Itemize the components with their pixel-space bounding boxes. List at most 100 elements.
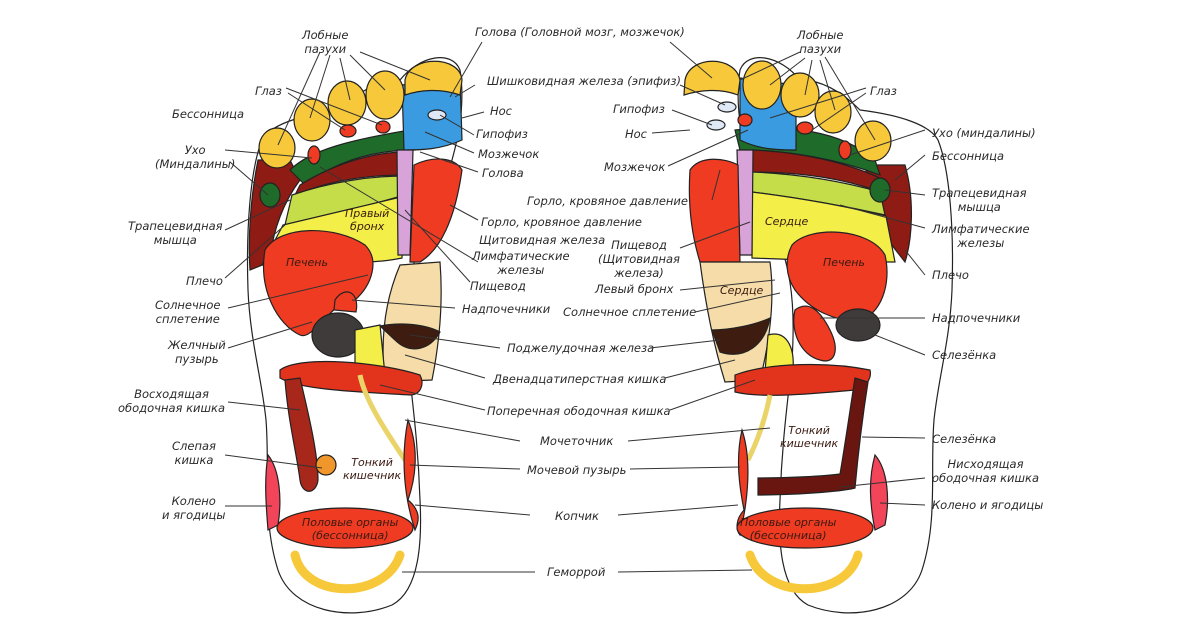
label-right-spleen-upper: Селезёнка: [932, 348, 997, 362]
label-thyroid: Щитовидная железа: [479, 233, 606, 247]
inner-left-right-bronchus: Правый бронх: [345, 207, 390, 233]
leader-line: [804, 59, 813, 96]
left-cecum: [315, 454, 337, 476]
label-right-knee: Колено и ягодицы: [932, 498, 1044, 512]
right-toe-5: [854, 120, 892, 162]
label-left-gallbladder: Желчный пузырь: [168, 338, 226, 366]
label-left-throat: Горло, кровяное давление: [481, 215, 642, 229]
leader-line: [439, 114, 475, 136]
label-left-cecum: Слепая кишка: [172, 439, 216, 467]
label-right-esophagus: Пищевод (Щитовидная железа): [598, 238, 680, 280]
left-toe-2: [365, 70, 405, 120]
label-bladder: Мочевой пузырь: [527, 463, 627, 477]
inner-left-small-intestine: Тонкий кишечник: [343, 456, 402, 482]
inner-right-heart-upper: Сердце: [765, 215, 809, 228]
right-ureter: [745, 394, 773, 462]
label-right-lymph: Лимфатические железы: [932, 222, 1030, 250]
leader-line: [224, 454, 323, 469]
leader-line: [224, 224, 286, 279]
right-ear-spot: [869, 177, 891, 203]
label-right-frontal-sinuses: Лобные пазухи: [797, 28, 844, 56]
leader-line: [617, 569, 753, 573]
leader-line: [227, 321, 313, 349]
left-hemorrhoid: [290, 550, 405, 594]
leader-line: [874, 334, 926, 356]
leader-line: [679, 221, 751, 249]
right-adrenal-zone: [793, 305, 836, 362]
leader-line: [424, 131, 475, 154]
label-left-knee: Колено и ягодицы: [162, 494, 226, 522]
leader-line: [449, 41, 483, 98]
label-left-cerebellum: Мозжечок: [478, 147, 540, 161]
inner-left-genitals: Половые органы (бессонница): [302, 516, 399, 542]
leader-line: [404, 354, 486, 379]
leader-line: [627, 427, 771, 442]
leader-line: [277, 51, 321, 146]
label-right-insomnia: Бессонница: [932, 149, 1005, 163]
left-bladder-zone: [403, 417, 419, 532]
right-descending-colon: [757, 377, 869, 496]
leader-line: [285, 87, 383, 126]
label-pineal: Шишковидная железа (эпифиз): [487, 74, 681, 88]
label-right-adrenals: Надпочечники: [932, 311, 1021, 325]
leader-line: [769, 57, 806, 86]
label-right-cerebellum: Мозжечок: [604, 160, 666, 174]
leader-line: [287, 92, 346, 131]
leader-line: [409, 334, 501, 349]
right-genitals: [736, 507, 874, 549]
leader-line: [404, 209, 471, 283]
left-knee-zone: [265, 453, 281, 531]
leader-line: [711, 169, 721, 201]
left-pancreas: [378, 323, 441, 350]
leader-line: [894, 154, 926, 181]
label-ureter: Мочеточник: [540, 434, 614, 448]
leader-line: [879, 502, 926, 506]
left-eye-spot: [307, 145, 321, 165]
leader-line: [769, 87, 867, 119]
leader-line: [819, 59, 836, 111]
right-throat-zone: [688, 158, 741, 263]
label-left-bronchus: Левый бронх: [595, 282, 674, 296]
label-left-frontal-sinuses: Лобные пазухи: [302, 28, 349, 56]
leader-line: [224, 199, 291, 231]
leader-line: [461, 111, 485, 119]
label-pancreas: Поджелудочная железа: [507, 341, 655, 355]
leader-line: [349, 54, 386, 91]
right-foot: [683, 57, 954, 614]
right-hemorrhoid: [745, 550, 863, 594]
label-left-nose: Нос: [490, 104, 513, 118]
right-toe-4: [814, 90, 852, 134]
leader-line: [739, 51, 801, 81]
leader-line: [904, 249, 926, 276]
leader-lines: [224, 41, 926, 573]
left-eye-spot: [339, 124, 357, 138]
label-left-insomnia: Бессонница: [172, 107, 245, 121]
right-big-toe: [683, 60, 741, 96]
left-ascending-colon: [284, 377, 319, 492]
label-right-pituitary: Гипофиз: [613, 102, 665, 116]
right-spleen: [835, 308, 881, 342]
leader-line: [811, 92, 867, 131]
leader-line: [309, 54, 331, 119]
left-throat-zone: [409, 158, 463, 263]
label-left-shoulder: Плечо: [186, 274, 223, 288]
left-ear-spot: [259, 182, 281, 208]
left-eye-spot: [375, 120, 391, 134]
leader-line: [414, 504, 531, 516]
label-right-eye: Глаз: [870, 84, 897, 98]
label-left-adrenals: Надпочечники: [462, 302, 551, 316]
leader-line: [861, 436, 926, 439]
label-right-shoulder: Плечо: [932, 268, 969, 282]
inner-right-liver: Печень: [823, 256, 865, 269]
leader-line: [617, 504, 739, 516]
leader-line: [359, 51, 431, 81]
label-right-trapezius: Трапецевидная мышца: [932, 186, 1027, 214]
inner-right-genitals: Половые органы (бессонница): [740, 516, 837, 542]
leader-line: [839, 204, 926, 229]
right-pituitary-spot: [706, 119, 726, 131]
leader-line: [664, 359, 736, 379]
leader-line: [227, 274, 369, 309]
right-eye-spot: [838, 140, 852, 160]
label-right-spleen-lower: Селезёнка: [932, 432, 997, 446]
